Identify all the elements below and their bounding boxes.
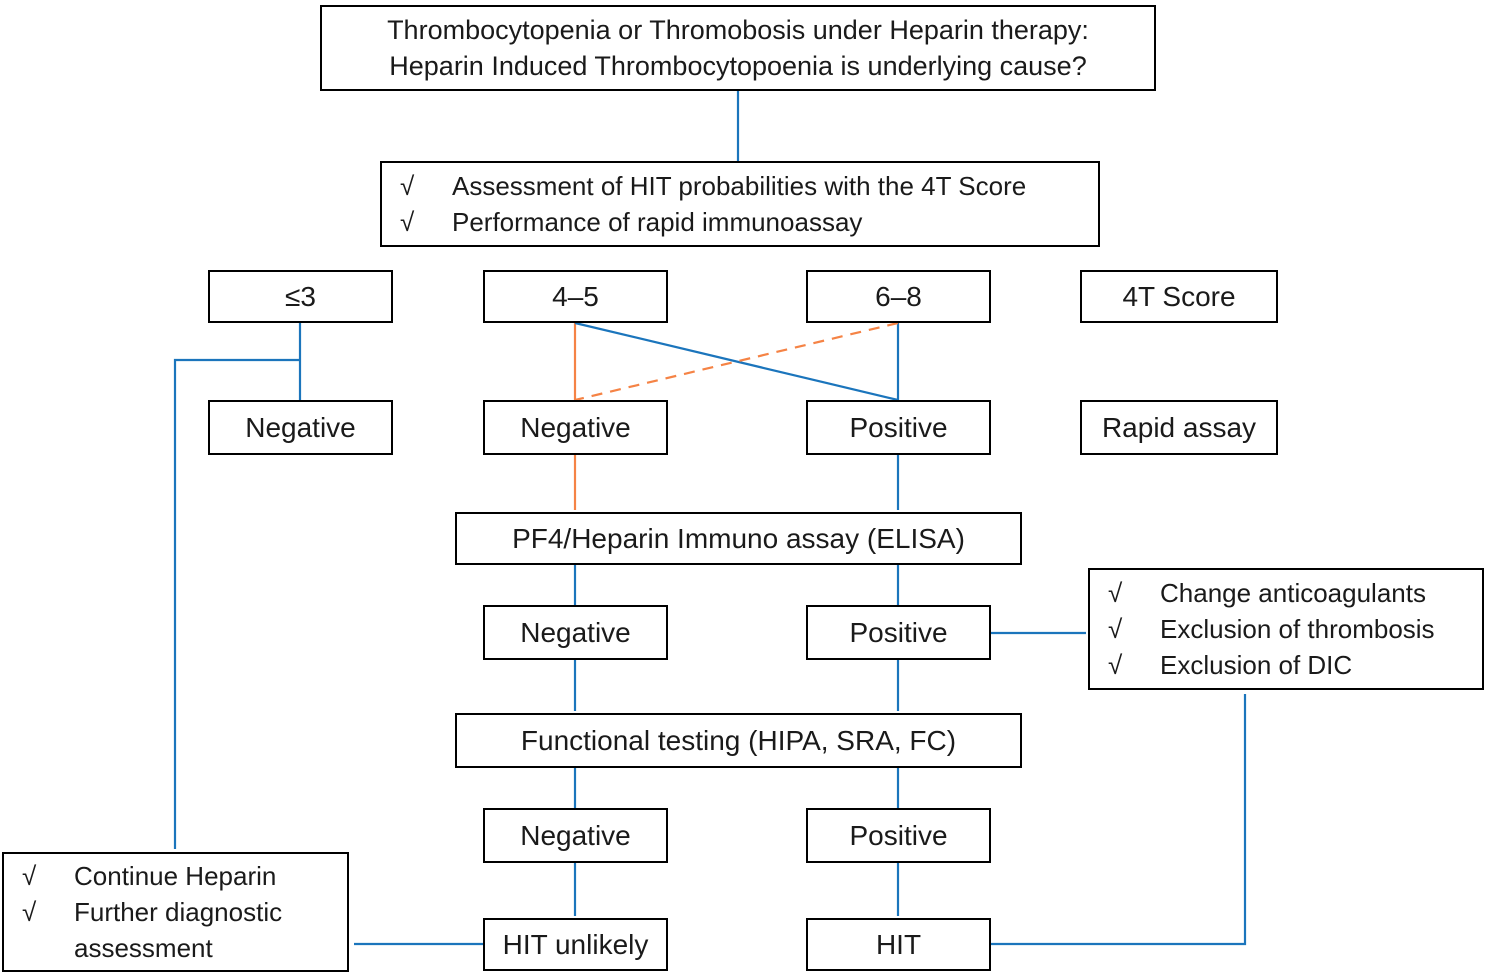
outcome-item-text: Continue Heparin <box>74 861 277 891</box>
node-functional-testing: Functional testing (HIPA, SRA, FC) <box>455 713 1022 768</box>
node-rapid-negative-left: Negative <box>208 400 393 455</box>
outcome-item: √ Further diagnostic assessment <box>22 894 337 966</box>
assessment-item: √ Performance of rapid immunoassay <box>400 204 1088 240</box>
check-icon: √ <box>400 207 415 237</box>
connector-4t-high-to-negative-dashed <box>574 321 899 402</box>
node-functional-positive: Positive <box>806 808 991 863</box>
label-rapid-assay: Rapid assay <box>1080 400 1278 455</box>
node-rapid-negative-mid: Negative <box>483 400 668 455</box>
node-management-steps: √ Change anticoagulants √ Exclusion of t… <box>1088 568 1484 690</box>
start-line-1: Thrombocytopenia or Thromobosis under He… <box>387 15 1089 45</box>
outcome-item-text: Further diagnostic assessment <box>74 897 283 963</box>
management-item: √ Exclusion of thrombosis <box>1108 611 1472 647</box>
check-icon: √ <box>1108 650 1123 680</box>
assessment-item-text: Assessment of HIT probabilities with the… <box>452 171 1027 201</box>
node-rapid-positive: Positive <box>806 400 991 455</box>
label-4t-score: 4T Score <box>1080 270 1278 323</box>
management-item: √ Change anticoagulants <box>1108 575 1472 611</box>
management-item-text: Exclusion of thrombosis <box>1160 614 1435 644</box>
connector-4t-mid-to-positive <box>574 321 899 402</box>
management-item-text: Exclusion of DIC <box>1160 650 1353 680</box>
start-line-2: Heparin Induced Thrombocytopoenia is und… <box>389 51 1087 81</box>
management-item: √ Exclusion of DIC <box>1108 647 1472 683</box>
node-4t-score-mid: 4–5 <box>483 270 668 323</box>
node-continue-heparin: √ Continue Heparin √ Further diagnostic … <box>2 852 349 972</box>
check-icon: √ <box>1108 578 1123 608</box>
node-hit: HIT <box>806 918 991 971</box>
check-icon: √ <box>22 897 37 927</box>
management-item-text: Change anticoagulants <box>1160 578 1426 608</box>
node-start-question: Thrombocytopenia or Thromobosis under He… <box>320 5 1156 91</box>
connector-4t-low-to-continue-heparin <box>173 358 300 849</box>
node-elisa-negative: Negative <box>483 605 668 660</box>
check-icon: √ <box>400 171 415 201</box>
arrow-hit-to-management <box>991 694 1247 946</box>
node-4t-score-low: ≤3 <box>208 270 393 323</box>
assessment-item-text: Performance of rapid immunoassay <box>452 207 863 237</box>
node-elisa-positive: Positive <box>806 605 991 660</box>
check-icon: √ <box>22 861 37 891</box>
outcome-item: √ Continue Heparin <box>22 858 337 894</box>
node-hit-unlikely: HIT unlikely <box>483 918 668 971</box>
node-elisa-assay: PF4/Heparin Immuno assay (ELISA) <box>455 512 1022 565</box>
node-functional-negative: Negative <box>483 808 668 863</box>
assessment-item: √ Assessment of HIT probabilities with t… <box>400 168 1088 204</box>
node-4t-score-high: 6–8 <box>806 270 991 323</box>
check-icon: √ <box>1108 614 1123 644</box>
node-assessment-steps: √ Assessment of HIT probabilities with t… <box>380 161 1100 247</box>
